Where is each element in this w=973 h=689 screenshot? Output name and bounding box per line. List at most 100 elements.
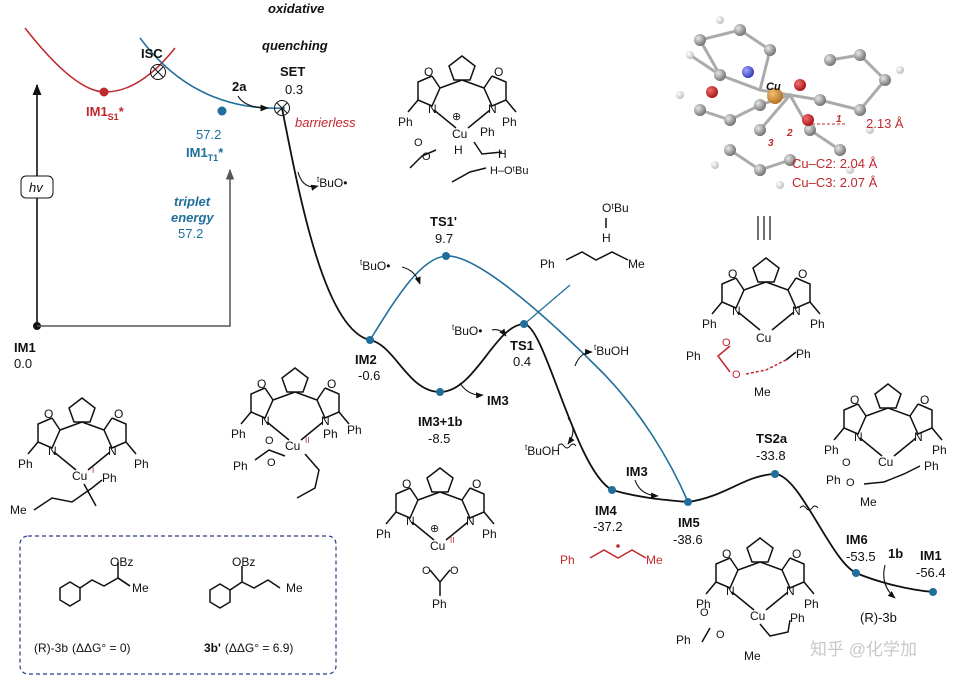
im6-point [852,569,860,577]
svg-text:Ph: Ph [432,597,447,611]
svg-text:O: O [267,457,276,469]
isc-label: ISC [141,46,163,61]
im5-energy: -38.6 [673,532,703,547]
svg-text:Me: Me [628,257,645,271]
triplet-value: 57.2 [178,226,203,241]
svg-text:2: 2 [786,128,793,139]
tbuoh-1: tBuOH [594,343,629,358]
im3-point [436,388,444,396]
xray-distance-3: Cu–C3: 2.07 Å [792,175,878,190]
ts1prime-point [442,252,450,260]
svg-text:H–OᵗBu: H–OᵗBu [490,165,529,177]
set-label: SET [280,64,305,79]
reaction-arrows [297,171,896,599]
legend-me-2: Me [286,581,303,595]
svg-text:Ph: Ph [696,597,711,611]
im3-in-label: IM3 [626,464,648,479]
ts1-energy: 0.4 [513,354,531,369]
reagent-2a-arrow [237,95,269,112]
svg-text:Ph: Ph [480,125,495,139]
ts2a-label: TS2a [756,431,788,446]
svg-text:⊕: ⊕ [452,111,461,123]
svg-text:1: 1 [836,114,842,125]
svg-text:O: O [722,547,731,561]
legend-obz-2: OBz [232,555,255,569]
im2-structure: O O N N Cu II Ph Ph Ph O O Ph [231,367,362,499]
cu-allyl-structure: O O N N Cu Ph Ph O O Ph Ph Me [686,257,825,399]
svg-text:N: N [732,304,741,318]
legend-box [19,535,337,675]
svg-text:I: I [92,466,94,475]
svg-text:Me: Me [10,503,27,517]
im1-energy: 0.0 [14,356,32,371]
im4-allyl-radical: Ph Me [560,544,663,567]
svg-text:Me: Me [646,553,663,567]
svg-text:O: O [450,565,459,577]
svg-text:H: H [602,231,611,245]
quenching-label: quenching [262,38,328,53]
im1s1-label: IM1S1* [86,104,125,122]
svg-text:Cu: Cu [452,127,467,141]
svg-text:Ph: Ph [824,443,839,457]
set-energy: 0.3 [285,82,303,97]
svg-text:H: H [454,143,463,157]
svg-text:O: O [716,629,725,641]
ts1prime-structure: OᵗBu H Ph Me [540,201,645,271]
svg-text:Ph: Ph [540,257,555,271]
svg-text:O: O [472,477,481,491]
ts1-point [520,320,528,328]
svg-text:II: II [450,536,454,545]
isc-crossing-icon [150,64,166,80]
im6-energy: -53.5 [846,549,876,564]
svg-text:O: O [494,65,503,79]
break-marks [557,443,819,511]
tbuoh-2: tBuOH [525,443,560,458]
svg-text:O: O [728,267,737,281]
svg-text:O: O [265,435,274,447]
im5-structure: O O N N Cu Ph Ph O O Ph Ph Me [676,537,819,663]
svg-text:Cu: Cu [430,539,445,553]
svg-text:⊕: ⊕ [430,523,439,535]
svg-text:II: II [305,436,309,445]
im1-end-label: IM1 [920,548,942,563]
svg-text:N: N [321,414,330,428]
svg-text:Ph: Ph [233,459,248,473]
triplet-label-1: triplet [174,194,211,209]
svg-text:N: N [854,430,863,444]
svg-text:Ph: Ph [702,317,717,331]
im2-energy: -0.6 [358,368,380,383]
reagent-2a-label: 2a [232,79,247,94]
svg-text:Ph: Ph [482,527,497,541]
im1s1-point [99,87,109,97]
svg-text:Cu: Cu [756,331,771,345]
legend-label-1: (R)-3b(ΔΔG° = 0) [34,641,131,655]
triplet-energy-arrow [37,168,235,327]
im1t1-label: IM1T1* [186,145,224,163]
svg-text:Ph: Ph [502,115,517,129]
im5-label: IM5 [678,515,700,530]
svg-text:H: H [498,147,507,161]
svg-text:O: O [846,477,855,489]
tbuo-2: tBuO• [360,258,390,273]
svg-text:N: N [792,304,801,318]
im1t1-point [217,106,227,116]
svg-text:N: N [261,414,270,428]
im1-end-energy: -56.4 [916,565,946,580]
svg-text:N: N [488,102,497,116]
svg-text:O: O [402,477,411,491]
ts1prime-energy: 9.7 [435,231,453,246]
svg-text:O: O [327,377,336,391]
im1-label: IM1 [14,340,36,355]
tbuo-3: tBuO• [452,323,482,338]
svg-text:Ph: Ph [347,423,362,437]
svg-text:Ph: Ph [932,443,947,457]
ts2a-point [771,470,779,478]
svg-text:O: O [44,407,53,421]
svg-text:Cu: Cu [878,455,893,469]
hv-label: hv [29,180,44,195]
svg-text:O: O [424,65,433,79]
svg-text:O: O [257,377,266,391]
svg-text:O: O [842,457,851,469]
svg-text:N: N [428,102,437,116]
im1-end-point [929,588,937,596]
